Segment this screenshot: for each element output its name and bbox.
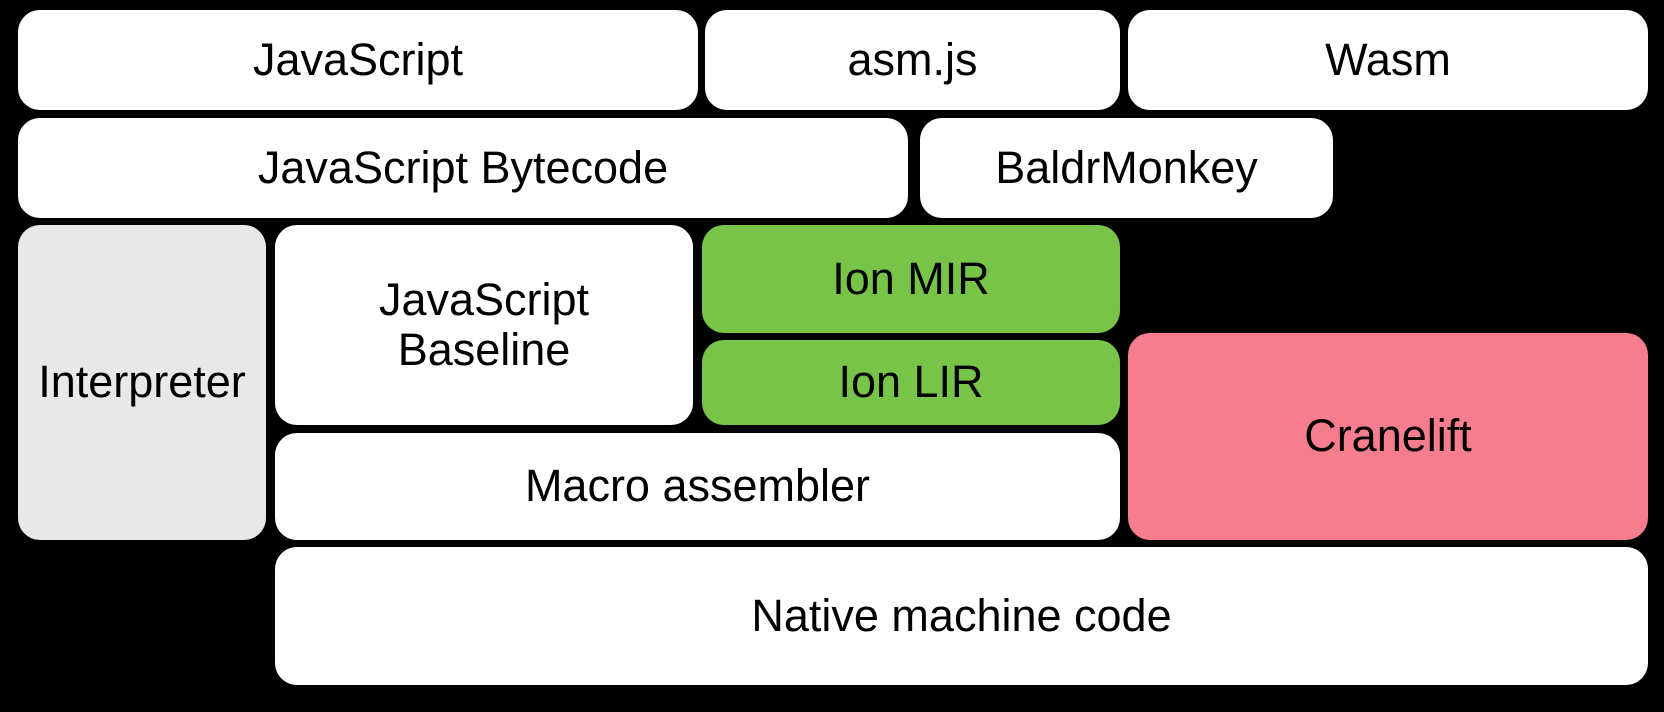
node-interpreter: Interpreter (18, 225, 266, 540)
node-wasm: Wasm (1128, 10, 1648, 110)
node-javascript-baseline: JavaScript Baseline (275, 225, 693, 425)
node-cranelift: Cranelift (1128, 333, 1648, 540)
node-baldrmonkey: BaldrMonkey (920, 118, 1333, 218)
node-native-machine-code: Native machine code (275, 547, 1648, 685)
node-javascript: JavaScript (18, 10, 698, 110)
node-macro-assembler: Macro assembler (275, 433, 1120, 540)
node-ion-lir: Ion LIR (702, 340, 1120, 425)
node-javascript-bytecode: JavaScript Bytecode (18, 118, 908, 218)
node-ion-mir: Ion MIR (702, 225, 1120, 333)
node-asmjs: asm.js (705, 10, 1120, 110)
